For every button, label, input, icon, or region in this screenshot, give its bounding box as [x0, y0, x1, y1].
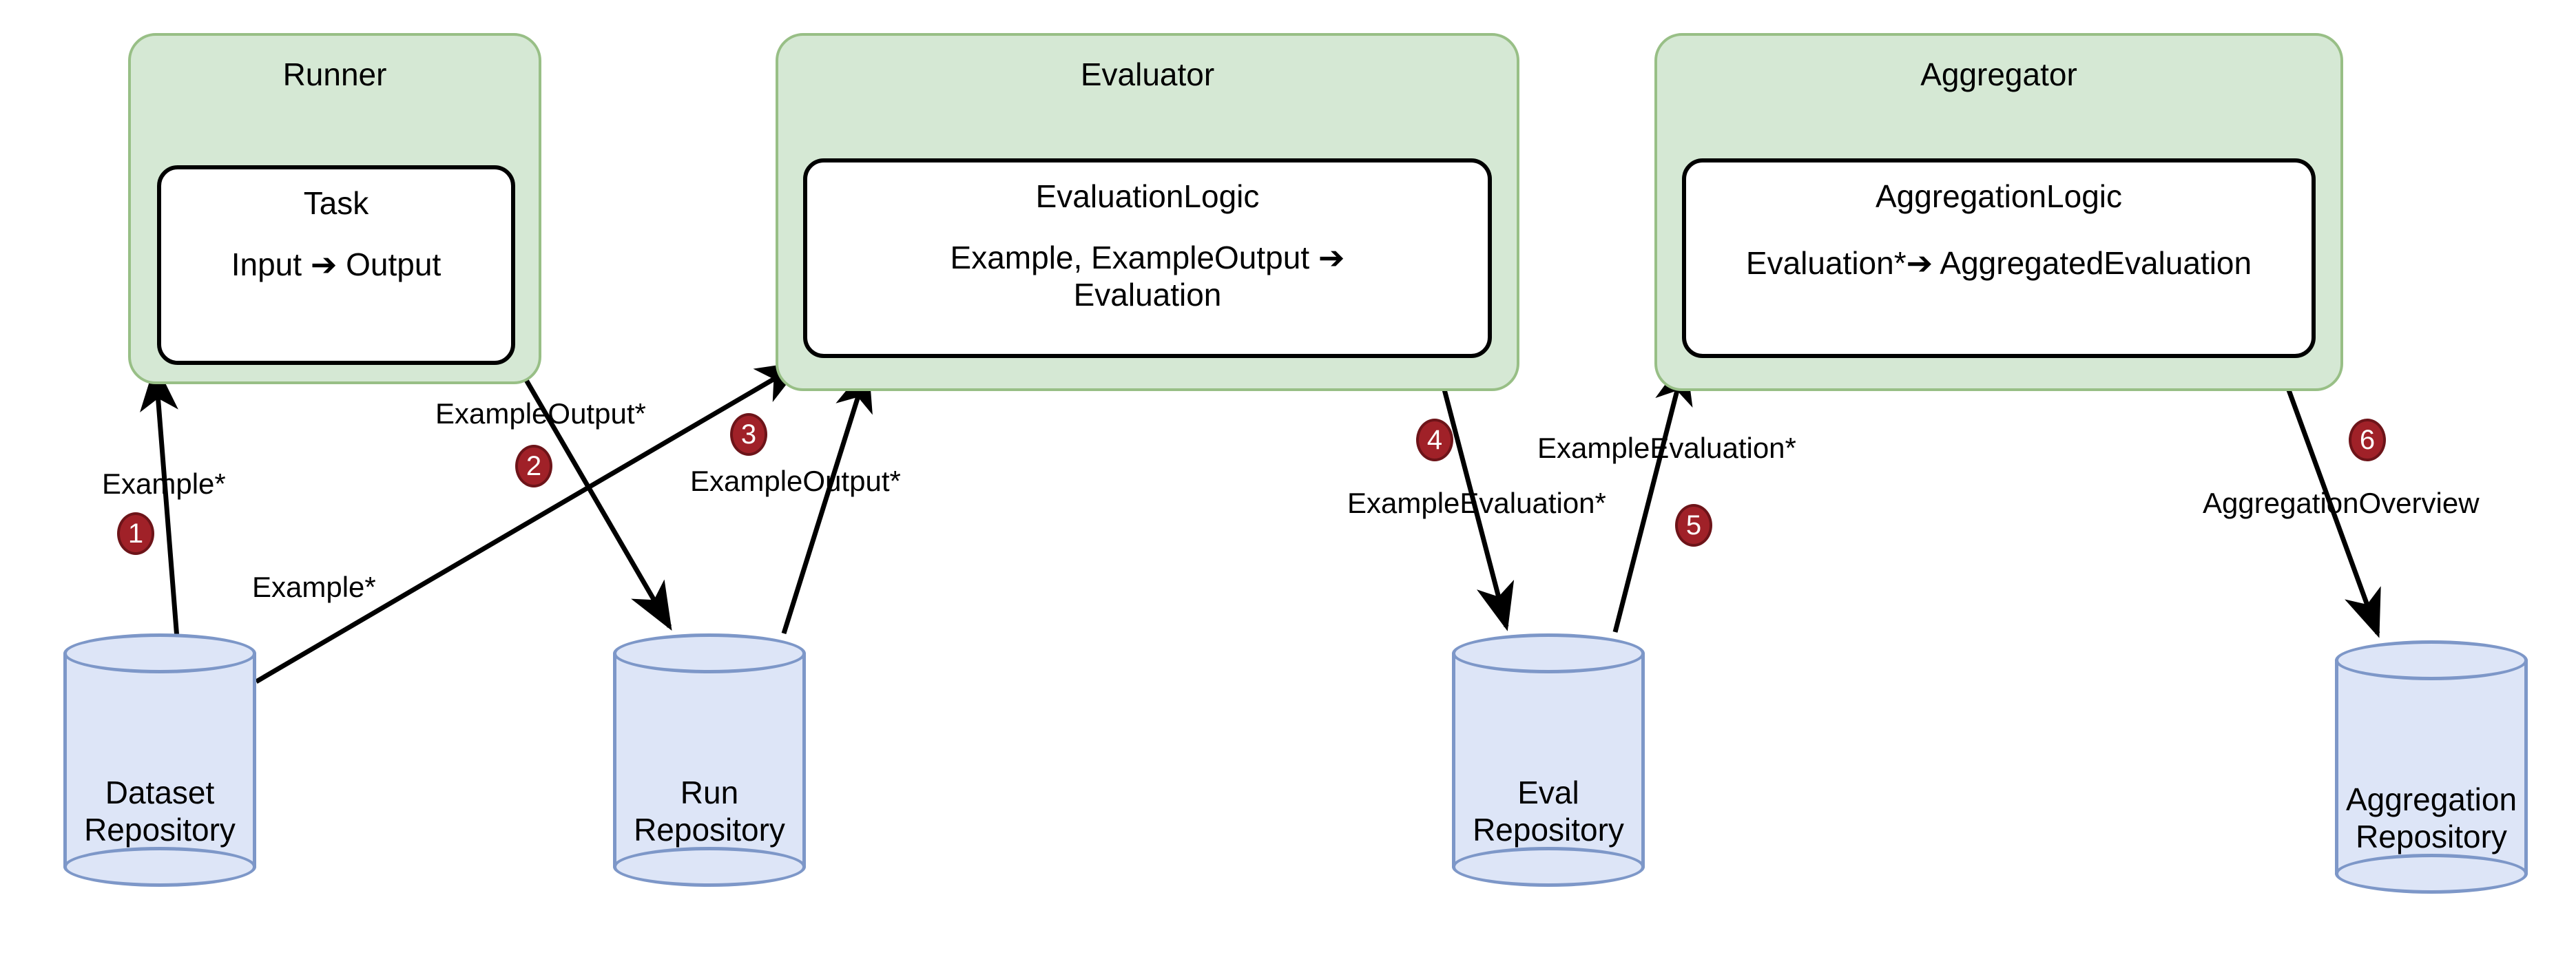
- dataset-repository-label: Dataset Repository: [84, 775, 236, 848]
- task-signature: Input ➔ Output: [231, 246, 442, 282]
- logic-box-evaluation-logic[interactable]: EvaluationLogic Example, ExampleOutput ➔…: [803, 158, 1492, 358]
- cylinder-run-repository[interactable]: Run Repository: [613, 633, 806, 887]
- badge-edge-4: 4: [1416, 419, 1453, 461]
- dataset-repository-body: [63, 653, 256, 868]
- aggregation-repository-label: Aggregation Repository: [2345, 781, 2517, 854]
- edge-5-label: ExampleEvaluation*: [1537, 432, 1796, 464]
- eval-repository-top: [1452, 633, 1645, 673]
- badge-edge-5: 5: [1675, 504, 1712, 547]
- run-repository-bottom: [613, 847, 806, 887]
- arrow-edge-3: [781, 363, 873, 635]
- edge-dataset-to-evaluator-label: Example*: [252, 571, 376, 603]
- cylinder-eval-repository[interactable]: Eval Repository: [1452, 633, 1645, 887]
- run-repository-top: [613, 633, 806, 673]
- aggregation-repository-body: [2335, 660, 2528, 874]
- dataset-repository-top: [63, 633, 256, 673]
- logic-box-task[interactable]: Task Input ➔ Output: [157, 165, 515, 365]
- group-aggregator-title: Aggregator: [1920, 56, 2077, 92]
- badge-edge-3-number: 3: [740, 419, 757, 450]
- run-repository-label: Run Repository: [634, 775, 785, 848]
- badge-edge-1: 1: [117, 512, 154, 555]
- badge-edge-2-number: 2: [526, 451, 542, 481]
- run-repository-body: [613, 653, 806, 868]
- cylinder-dataset-repository[interactable]: Dataset Repository: [63, 633, 256, 887]
- aggregation-logic-signature: Evaluation*➔ AggregatedEvaluation: [1745, 244, 2252, 281]
- group-runner-title: Runner: [282, 56, 387, 92]
- badge-edge-1-number: 1: [127, 518, 144, 549]
- group-evaluator-title: Evaluator: [1080, 56, 1215, 92]
- badge-edge-6: 6: [2349, 419, 2386, 461]
- badge-edge-4-number: 4: [1426, 425, 1443, 455]
- logic-box-aggregation-logic[interactable]: AggregationLogic Evaluation*➔ Aggregated…: [1682, 158, 2316, 358]
- badge-edge-3: 3: [730, 413, 767, 456]
- aggregation-repository-bottom: [2335, 854, 2528, 894]
- task-title: Task: [303, 185, 369, 221]
- dataset-repository-bottom: [63, 847, 256, 887]
- arrow-edge-5: [1612, 356, 1693, 633]
- cylinder-aggregation-repository[interactable]: Aggregation Repository: [2335, 640, 2528, 894]
- badge-edge-6-number: 6: [2359, 425, 2376, 455]
- aggregation-logic-title: AggregationLogic: [1875, 178, 2123, 214]
- aggregation-repository-top: [2335, 640, 2528, 680]
- evaluation-logic-title: EvaluationLogic: [1035, 178, 1260, 214]
- eval-repository-bottom: [1452, 847, 1645, 887]
- eval-repository-label: Eval Repository: [1473, 775, 1624, 848]
- badge-edge-2: 2: [515, 445, 552, 487]
- edge-4-label: ExampleEvaluation*: [1347, 487, 1606, 519]
- edge-2-label: ExampleOutput*: [435, 397, 646, 430]
- edge-6-label: AggregationOverview: [2203, 487, 2480, 519]
- eval-repository-body: [1452, 653, 1645, 868]
- edge-1-label: Example*: [102, 468, 226, 500]
- edge-3-label: ExampleOutput*: [690, 465, 901, 497]
- arrow-edge-1: [140, 363, 180, 648]
- badge-edge-5-number: 5: [1685, 510, 1702, 540]
- evaluation-logic-signature: Example, ExampleOutput ➔ Evaluation: [950, 239, 1345, 313]
